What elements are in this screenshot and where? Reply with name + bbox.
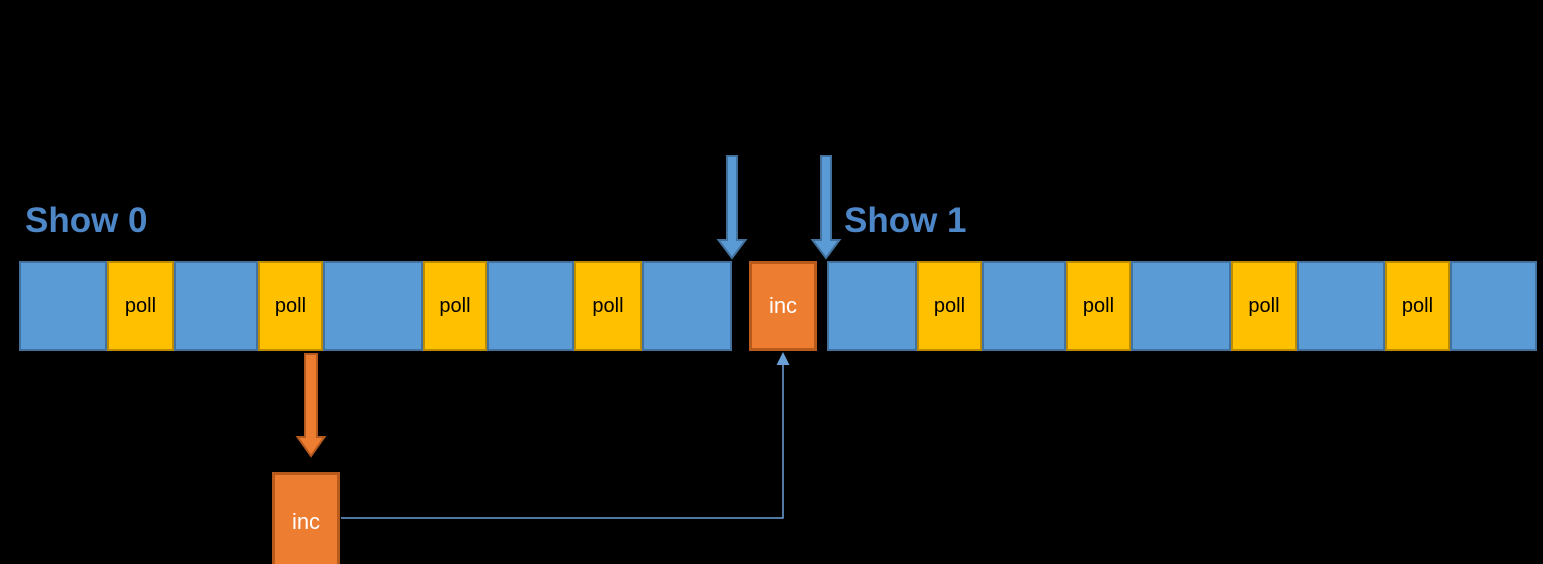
timeline-block-run — [1297, 261, 1385, 351]
timeline-block-run — [174, 261, 258, 351]
timeline-block-poll: poll — [1385, 261, 1450, 351]
timeline-block-poll: poll — [258, 261, 323, 351]
show-0-label: Show 0 — [25, 201, 148, 240]
timeline-block-run — [487, 261, 574, 351]
timeline-bar: poll poll poll poll inc poll poll poll poll — [19, 261, 1537, 351]
down-arrow-left-icon — [716, 155, 748, 260]
timeline-block-run — [827, 261, 917, 351]
timeline-block-poll: poll — [574, 261, 642, 351]
extract-down-arrow-icon — [295, 353, 327, 458]
timeline-block-run — [19, 261, 107, 351]
timeline-block-inc: inc — [749, 261, 817, 351]
timeline-block-poll: poll — [107, 261, 174, 351]
timeline-block-poll: poll — [423, 261, 487, 351]
timeline-block-gap — [817, 261, 827, 351]
timeline-block-run — [642, 261, 732, 351]
timeline-block-run — [1131, 261, 1231, 351]
detached-inc-block: inc — [272, 472, 340, 564]
down-arrow-right-icon — [810, 155, 842, 260]
timeline-block-poll: poll — [1066, 261, 1131, 351]
timeline-block-run — [1450, 261, 1537, 351]
show-1-label: Show 1 — [844, 201, 967, 240]
timeline-block-poll: poll — [917, 261, 982, 351]
return-connector-arrowhead-icon — [776, 352, 790, 365]
timeline-block-poll: poll — [1231, 261, 1297, 351]
return-connector-line — [341, 364, 784, 519]
timeline-block-run — [323, 261, 423, 351]
timeline-block-gap — [732, 261, 749, 351]
timeline-block-run — [982, 261, 1066, 351]
